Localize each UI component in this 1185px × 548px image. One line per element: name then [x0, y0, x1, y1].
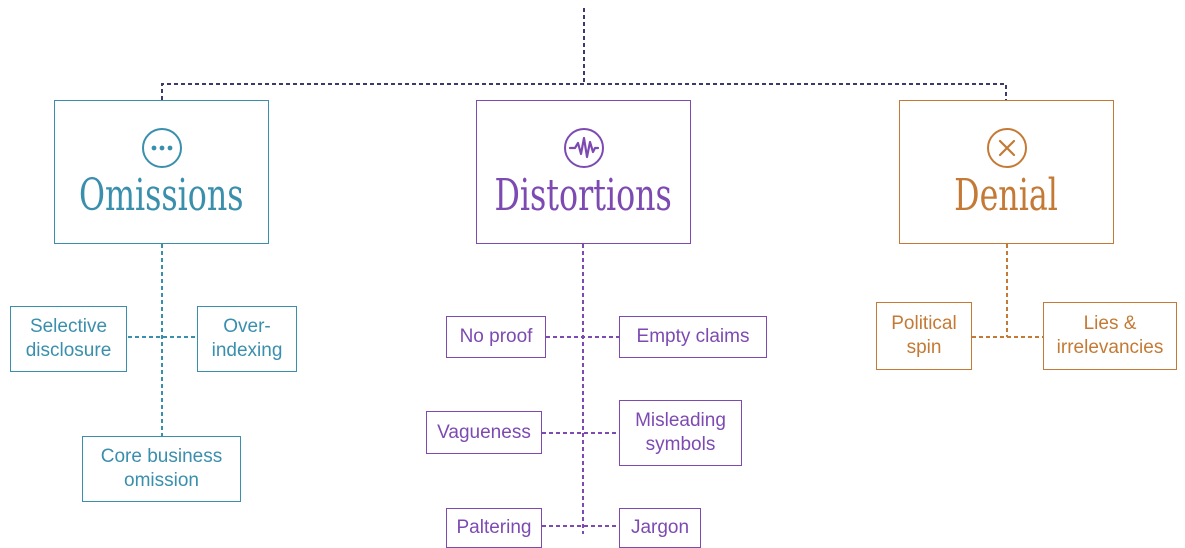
item-empty-claims: Empty claims: [619, 316, 767, 358]
item-jargon: Jargon: [619, 508, 701, 548]
denial-title: Denial: [954, 170, 1059, 221]
pulse-wave-circle-icon: [563, 128, 604, 168]
item-lies-irrelevancies: Lies & irrelevancies: [1043, 302, 1177, 370]
item-over-indexing: Over- indexing: [197, 306, 297, 372]
item-misleading-symbols: Misleading symbols: [619, 400, 742, 466]
item-no-proof: No proof: [446, 316, 546, 358]
omissions-connector: [128, 244, 196, 436]
item-core-business-omission: Core business omission: [82, 436, 241, 502]
omissions-title: Omissions: [79, 170, 244, 221]
item-vagueness: Vagueness: [426, 411, 542, 454]
item-paltering: Paltering: [446, 508, 542, 548]
ellipsis-circle-icon: [141, 128, 182, 168]
omissions-box: Omissions: [54, 100, 269, 244]
item-selective-disclosure: Selective disclosure: [10, 306, 127, 372]
item-political-spin: Political spin: [876, 302, 972, 370]
denial-connector: [972, 244, 1043, 338]
root-connector: [161, 8, 1007, 100]
distortions-title: Distortions: [494, 170, 673, 221]
distortions-connector: [542, 244, 619, 534]
distortions-box: Distortions: [476, 100, 691, 244]
x-circle-icon: [986, 128, 1027, 168]
denial-box: Denial: [899, 100, 1114, 244]
